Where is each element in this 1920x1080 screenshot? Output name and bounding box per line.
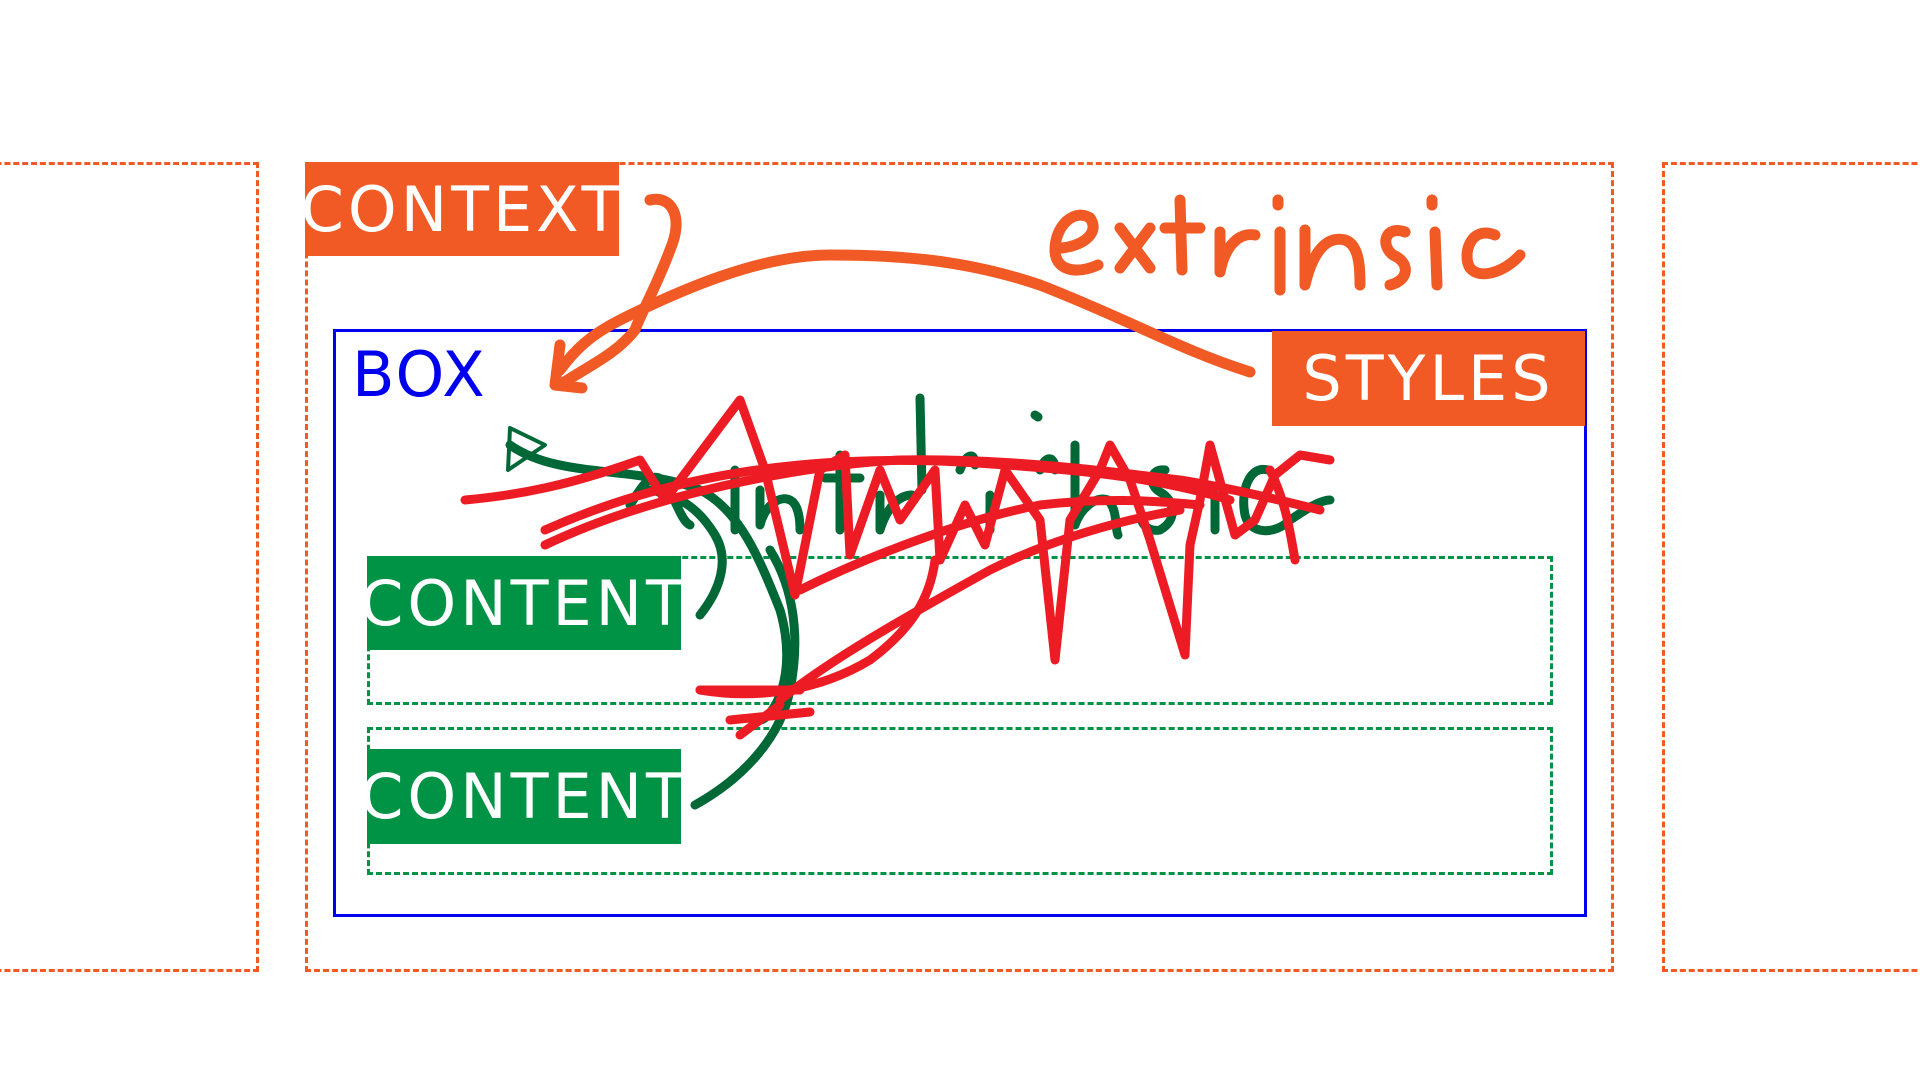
right-context-frame xyxy=(1662,162,1920,972)
intrinsic-branch-bottom xyxy=(690,545,800,810)
extrinsic-annotation xyxy=(549,193,1526,394)
box-frame xyxy=(333,329,1587,917)
extrinsic-word-strokes xyxy=(1049,194,1526,296)
extrinsic-arrow-shaft xyxy=(554,249,1256,378)
box-label: BOX xyxy=(352,338,487,411)
scratch-out-scribble xyxy=(460,395,1335,740)
context-frame xyxy=(305,162,1614,972)
intrinsic-branch-top xyxy=(645,485,727,620)
context-label: CONTEXT xyxy=(301,162,619,256)
styles-label: STYLES xyxy=(1272,331,1585,426)
left-context-frame xyxy=(0,162,259,972)
content-label-bottom: CONTENT xyxy=(360,749,684,844)
intrinsic-arrow-shaft xyxy=(505,440,792,725)
context-arrow xyxy=(554,193,682,391)
content-label-top: CONTENT xyxy=(360,556,684,650)
